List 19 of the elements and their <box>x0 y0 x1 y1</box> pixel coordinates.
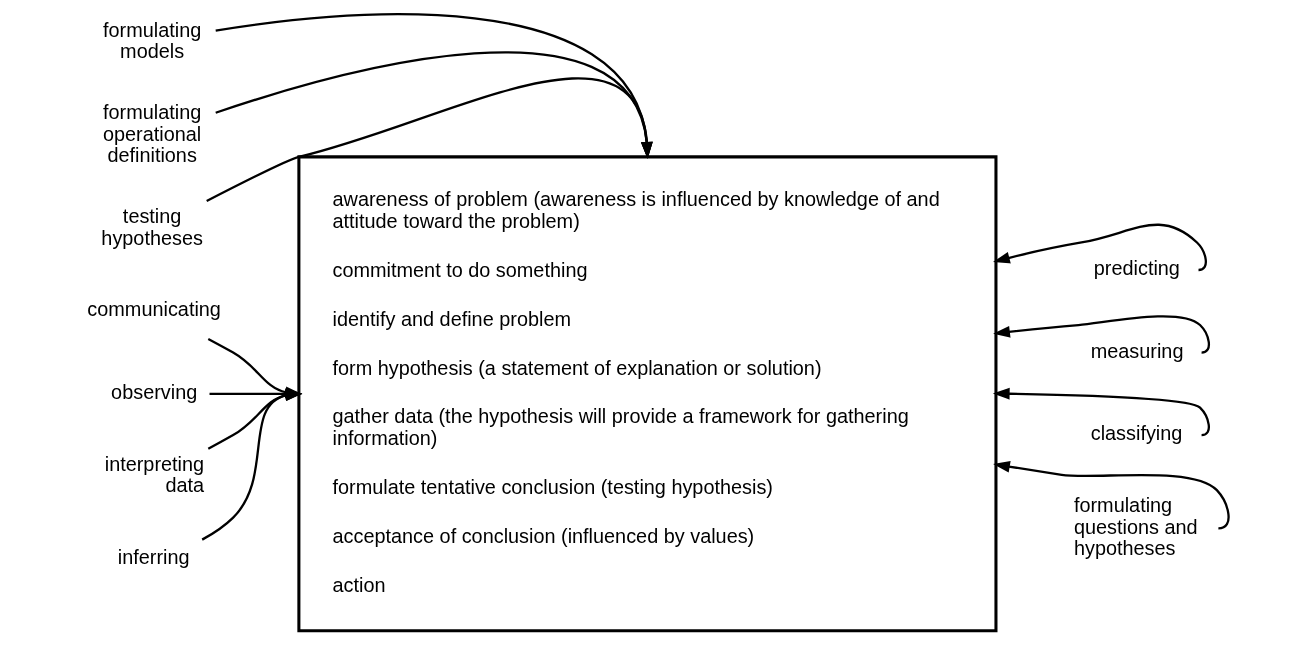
node-text: measuring <box>1090 339 1183 362</box>
node-text: classifying <box>1090 422 1182 445</box>
arrow <box>992 223 1207 272</box>
node-box: awareness of problem (awareness is influenced by knowledge of and attitude toward the problem) commitment to do something identify and define problem form hypothesis (a statement of explanation or solution) gather data (the hypothesis will provide a framework for gathering information) formulate tentative conclusion (testing hypothesis) acceptance of conclusion (influenced by values) action <box>296 155 997 633</box>
node-text: communicating <box>86 298 221 321</box>
arrow <box>992 460 1230 530</box>
node-text: testing hypotheses <box>100 205 203 249</box>
node-text: formulating questions and hypotheses <box>1073 494 1198 559</box>
node-text: interpreting data <box>104 452 204 497</box>
node-text: inferring <box>117 546 190 569</box>
node-text: observing <box>110 381 197 404</box>
arrow <box>992 315 1210 354</box>
node-text: formulating operational definitions <box>102 101 201 167</box>
node-text: formulating models <box>102 18 201 63</box>
arrow <box>214 51 653 159</box>
arrow <box>205 77 653 203</box>
arrow <box>992 387 1210 437</box>
node-text: predicting <box>1093 257 1180 280</box>
arrow <box>215 13 653 159</box>
